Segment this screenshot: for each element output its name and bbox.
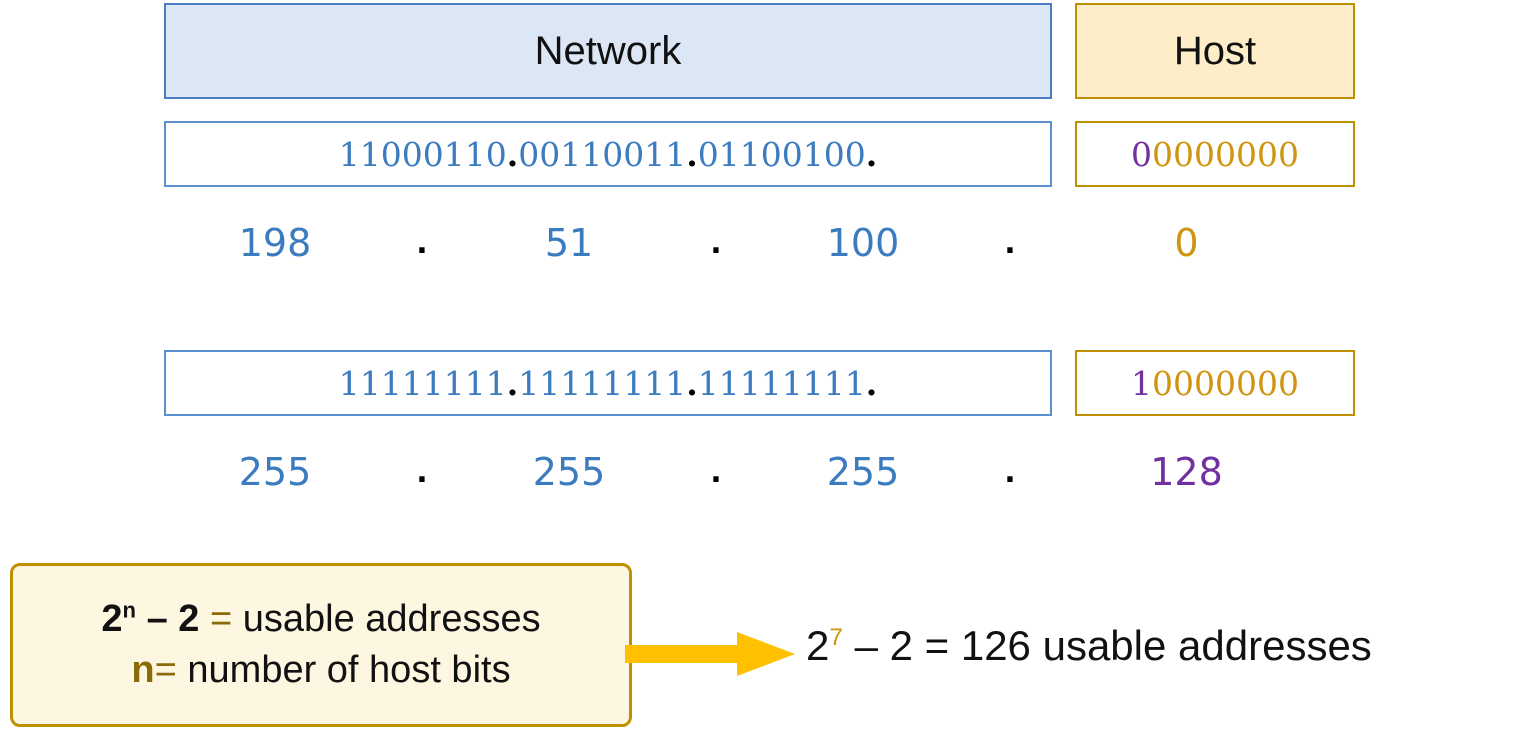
binary-separator-2: . [686,134,698,174]
ip-decimal-octet-2: 51 [544,221,594,265]
mask-binary-host-remaining-bits: 0000000 [1152,363,1299,403]
ip-decimal-row: 198 . 51 . 100 . 0 [164,217,1355,269]
ip-decimal-separator-2: . [710,225,722,261]
ip-decimal-octet-3: 100 [826,221,900,265]
formula-minus-two: – 2 [136,597,210,640]
mask-binary-host-first-bit: 1 [1131,363,1152,403]
formula-result-label: usable addresses [232,597,541,640]
mask-decimal-separator-2: . [710,454,722,490]
mask-binary-network-box: 11111111.11111111.11111111. [164,350,1052,416]
formula-base: 2 [101,597,123,640]
mask-decimal-octet-4: 128 [1150,450,1223,494]
ip-binary-octet-1: 11000110 [338,134,507,174]
ip-binary-host-remaining-bits: 0000000 [1152,134,1299,174]
mask-binary-octet-1: 11111111 [338,363,507,403]
ip-binary-octet-3: 01100100 [697,134,866,174]
formula-exponent: n [122,597,137,623]
formula-line-1: 2n – 2 = usable addresses [101,594,540,645]
formula-equals-2: = [154,649,177,691]
ip-decimal-separator-3: . [1004,225,1016,261]
mask-binary-octet-2: 11111111 [518,363,687,403]
result-base: 2 [806,622,830,669]
calculation-result: 27 – 2 = 126 usable addresses [806,622,1372,670]
ip-binary-octet-2: 00110011 [518,134,687,174]
formula-line-2: n= number of host bits [131,645,510,696]
binary-separator-1: . [506,134,519,174]
ip-binary-network-box: 11000110.00110011.01100100. [164,121,1052,187]
mask-decimal-octet-3: 255 [826,450,900,494]
result-expression: – 2 = 126 usable addresses [842,622,1372,669]
mask-binary-separator-3: . [865,363,878,403]
formula-callout-box: 2n – 2 = usable addresses n= number of h… [10,563,632,727]
ip-binary-host-first-bit: 0 [1131,134,1152,174]
mask-decimal-separator-1: . [416,454,428,490]
ip-decimal-octet-1: 198 [238,221,312,265]
host-header-box: Host [1075,3,1355,99]
ip-decimal-separator-1: . [416,225,428,261]
result-exponent: 7 [829,624,843,651]
mask-decimal-row: 255 . 255 . 255 . 128 [164,446,1355,498]
right-arrow-icon [625,632,795,676]
network-header-label: Network [534,28,682,73]
ip-decimal-octet-4: 0 [1174,221,1199,265]
network-header-box: Network [164,3,1052,99]
mask-decimal-octet-2: 255 [532,450,606,494]
formula-variable-description: number of host bits [176,649,511,691]
mask-binary-octet-3: 11111111 [697,363,866,403]
formula-variable-n: n [131,649,155,691]
mask-decimal-octet-1: 255 [238,450,312,494]
host-header-label: Host [1173,28,1257,73]
mask-binary-separator-1: . [506,363,519,403]
binary-separator-3: . [865,134,878,174]
formula-equals-1: = [209,597,233,640]
mask-binary-separator-2: . [686,363,698,403]
mask-decimal-separator-3: . [1004,454,1016,490]
